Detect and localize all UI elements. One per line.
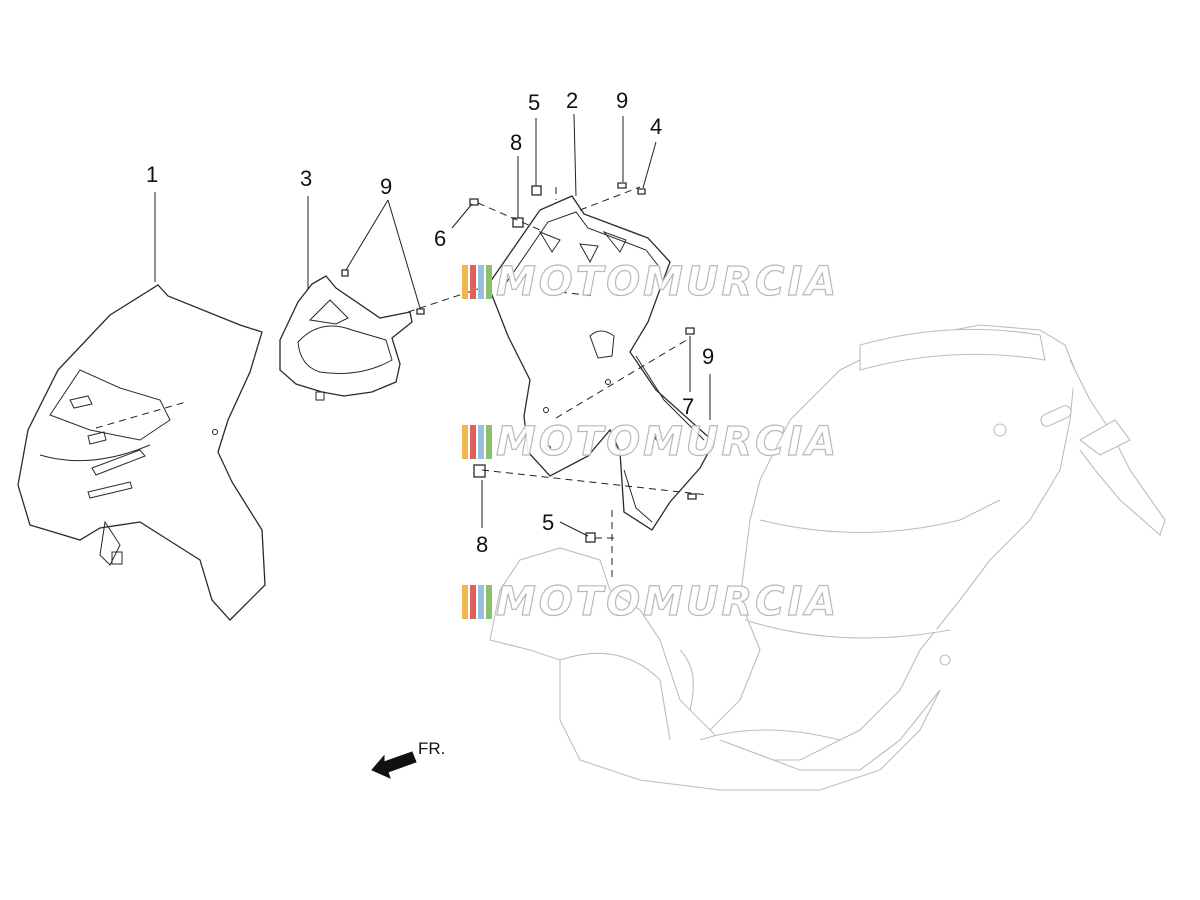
part-9-screw-upper — [617, 182, 627, 189]
part-6-screw — [469, 198, 479, 206]
front-direction-indicator: FR. — [371, 739, 445, 779]
part-9-screw-frame-b — [416, 308, 425, 315]
callout-4: 4 — [650, 114, 662, 139]
callout-3: 3 — [300, 166, 312, 191]
callout-numbers: 1 3 9 5 2 9 4 8 6 9 7 5 8 — [146, 88, 714, 557]
callout-8-lower: 8 — [476, 532, 488, 557]
assembly-lines — [95, 186, 709, 582]
watermark-top: MOTOMURCIA — [462, 259, 840, 305]
callout-5-upper: 5 — [528, 90, 540, 115]
callout-6: 6 — [434, 226, 446, 251]
part-9-screw-frame-a — [341, 269, 349, 277]
part-5-clip-lower — [585, 532, 596, 543]
part-8-nut-lower — [473, 464, 486, 478]
callout-1: 1 — [146, 162, 158, 187]
watermark-logo-bars — [462, 265, 492, 299]
callout-9-lower: 9 — [702, 344, 714, 369]
watermark-text: MOTOMURCIA — [495, 579, 840, 625]
callout-8-upper: 8 — [510, 130, 522, 155]
watermark-logo-bars — [462, 425, 492, 459]
watermark-logo-bars — [462, 585, 492, 619]
leader-lines — [154, 113, 711, 537]
callout-9-frame: 9 — [380, 174, 392, 199]
part-7-screw — [685, 327, 695, 335]
part-2-inner-shield — [487, 195, 715, 531]
watermark-text: MOTOMURCIA — [495, 259, 840, 305]
part-4-screw — [637, 188, 646, 195]
part-5-clip-upper — [531, 185, 542, 196]
part-1-front-shield — [17, 284, 266, 621]
arrow-left-icon — [371, 751, 417, 779]
watermark-bottom: MOTOMURCIA — [462, 579, 840, 625]
callout-9-upper: 9 — [616, 88, 628, 113]
part-9-screw-lower — [687, 493, 697, 500]
watermark-text: MOTOMURCIA — [495, 419, 840, 465]
callout-2: 2 — [566, 88, 578, 113]
callout-5-lower: 5 — [542, 510, 554, 535]
callout-7: 7 — [682, 394, 694, 419]
direction-label: FR. — [418, 739, 445, 758]
hardware-parts — [341, 182, 697, 543]
scooter-body — [489, 324, 1166, 791]
part-3-headlight-frame — [279, 275, 413, 401]
watermark-middle: MOTOMURCIA — [462, 419, 840, 465]
